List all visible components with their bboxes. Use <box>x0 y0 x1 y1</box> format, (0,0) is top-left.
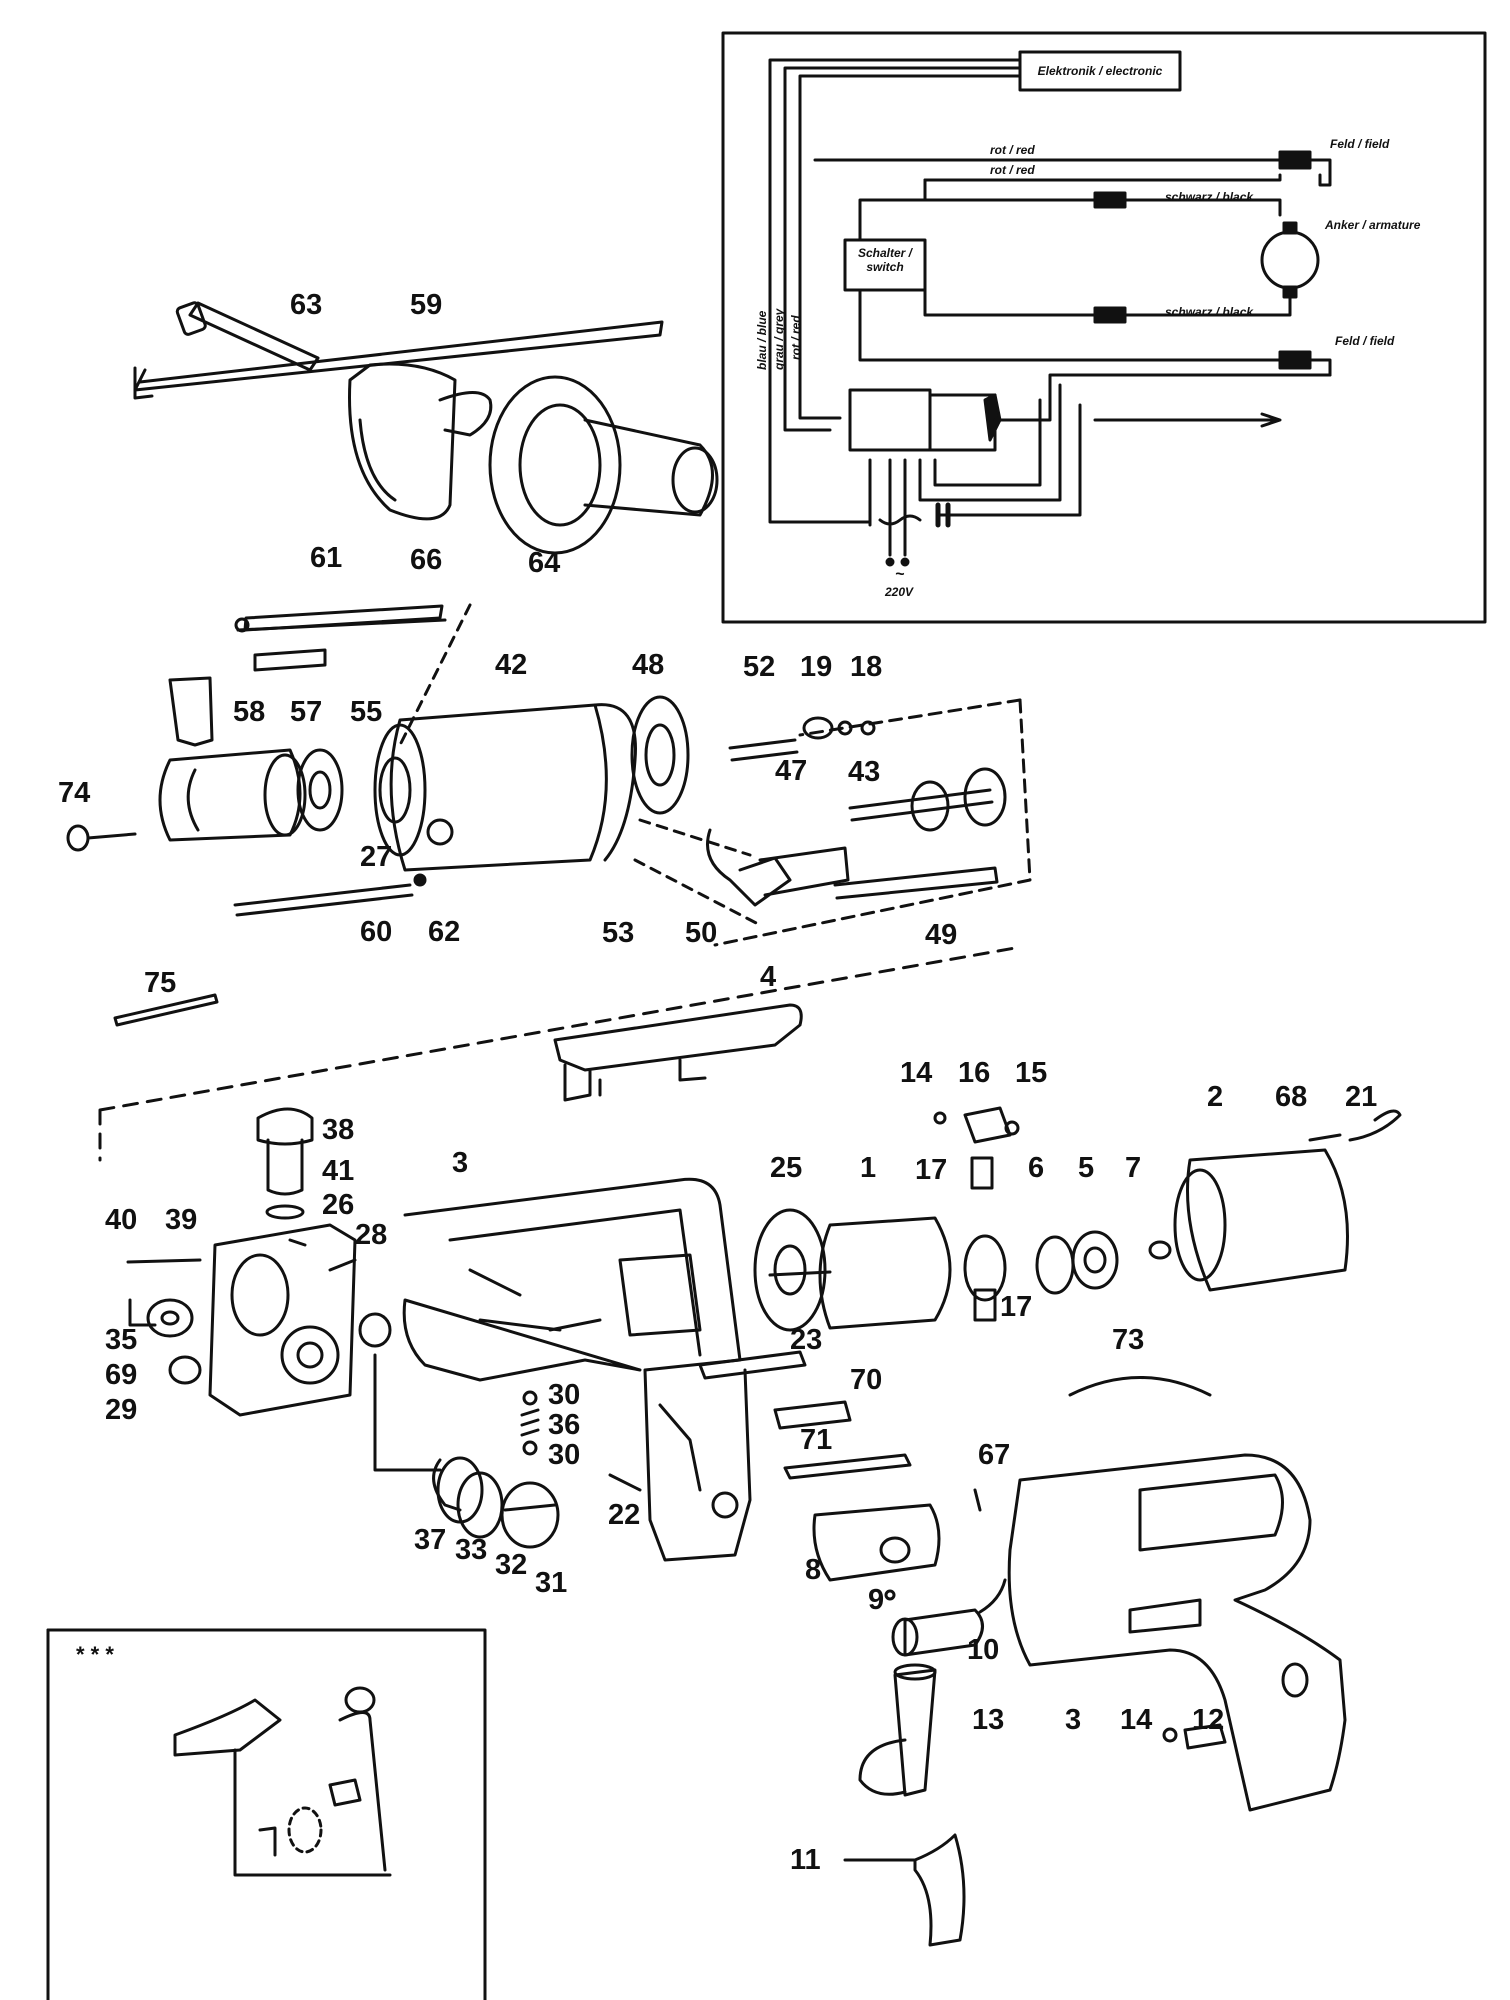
part-label: 74 <box>58 777 91 809</box>
part-label: 21 <box>1345 1081 1378 1113</box>
part-label: 53 <box>602 917 635 949</box>
switch-label-de: Schalter / <box>857 246 913 260</box>
part-4-shape <box>553 1003 803 1102</box>
part-label: 47 <box>775 755 808 787</box>
part-label: 68 <box>1275 1081 1308 1113</box>
wire-label-blue: blau / blue <box>755 310 769 370</box>
part-label: 48 <box>632 649 665 681</box>
part-label: 10 <box>967 1634 1000 1666</box>
part-label: 4 <box>760 961 777 993</box>
assembly-guide-line <box>98 946 1017 1162</box>
part-label: 27 <box>360 841 393 873</box>
part-label: 3 <box>452 1147 469 1179</box>
wiring-diagram <box>721 31 1487 624</box>
part-label: 62 <box>428 916 461 948</box>
part-label: 25 <box>770 1152 803 1184</box>
part-label: 37 <box>414 1524 447 1556</box>
part-label: 28 <box>355 1219 388 1251</box>
part-label: 23 <box>790 1324 823 1356</box>
part-label: 9 <box>868 1584 885 1616</box>
part-label: 40 <box>105 1204 138 1236</box>
part-label: 7 <box>1125 1152 1142 1184</box>
part-label: 43 <box>848 756 881 788</box>
part-label: 50 <box>685 917 718 949</box>
inset-marker: * * * <box>76 1642 114 1667</box>
part-label: 16 <box>958 1057 991 1089</box>
part-label: 63 <box>290 289 323 321</box>
wire-label-grey: grau / grey <box>772 308 786 370</box>
part-label: 58 <box>233 696 266 728</box>
part-label: 61 <box>310 542 343 574</box>
part-label: 36 <box>548 1409 581 1441</box>
part-75-shape <box>113 993 219 1027</box>
part-label: 22 <box>608 1499 641 1531</box>
part-label: 42 <box>495 649 528 681</box>
part-label: 3 <box>1065 1704 1082 1736</box>
wire-label-black-2: schwarz / black <box>1165 305 1254 319</box>
part-label: 2 <box>1207 1081 1224 1113</box>
part-label: 5 <box>1078 1152 1095 1184</box>
part-label: 49 <box>925 919 958 951</box>
part-label: 33 <box>455 1534 488 1566</box>
part-label: 60 <box>360 916 393 948</box>
wire-label-field-2: Feld / field <box>1335 334 1395 348</box>
part-label: 15 <box>1015 1057 1048 1089</box>
part-label: 1 <box>860 1152 877 1184</box>
part-label: 70 <box>850 1364 883 1396</box>
part-label: 6 <box>1028 1152 1045 1184</box>
part-label: 13 <box>972 1704 1005 1736</box>
part-label: 71 <box>800 1424 833 1456</box>
part-label: 59 <box>410 289 443 321</box>
part-label: 38 <box>322 1114 355 1146</box>
part-label: 18 <box>850 651 883 683</box>
wire-label-red-vert: rot / red <box>789 315 803 360</box>
part-label: 32 <box>495 1549 528 1581</box>
wire-label-red-2: rot / red <box>990 163 1035 177</box>
part-label: 73 <box>1112 1324 1145 1356</box>
part-label: 31 <box>535 1567 568 1599</box>
part-label: 41 <box>322 1155 355 1187</box>
switch-label-en: switch <box>866 260 904 274</box>
part-label: 64 <box>528 547 561 579</box>
wire-label-field-1: Feld / field <box>1330 137 1390 151</box>
part-label: 35 <box>105 1324 138 1356</box>
gear-housing-group <box>66 603 1032 947</box>
wire-label-armature: Anker / armature <box>1325 218 1421 232</box>
electronic-label: Elektronik / electronic <box>1037 64 1163 78</box>
wire-label-black-1: schwarz / black <box>1165 190 1254 204</box>
part-label: 55 <box>350 696 383 728</box>
part-label: 17 <box>1000 1291 1033 1323</box>
part-label: 11 <box>790 1844 821 1876</box>
part-label: 14 <box>1120 1704 1153 1736</box>
part-label: 75 <box>144 967 177 999</box>
part-label: 17 <box>915 1154 948 1186</box>
part-label: 29 <box>105 1394 138 1426</box>
voltage-label: 220V <box>885 585 914 599</box>
part-label: 8 <box>805 1554 822 1586</box>
switch-label: Schalter / switch <box>845 246 925 274</box>
part-label: 52 <box>743 651 776 683</box>
part-label: 57 <box>290 696 323 728</box>
part-label: 14 <box>900 1057 933 1089</box>
wire-label-red-1: rot / red <box>990 143 1035 157</box>
part-label: 30 <box>548 1379 581 1411</box>
ac-symbol: ~ <box>895 566 905 583</box>
part-label: 39 <box>165 1204 198 1236</box>
part-label: 30 <box>548 1439 581 1471</box>
main-assembly <box>126 1106 1402 1947</box>
part-label: 66 <box>410 544 443 576</box>
part-label: 67 <box>978 1439 1011 1471</box>
part-label: 26 <box>322 1189 355 1221</box>
part-label: 69 <box>105 1359 138 1391</box>
part-label: 19 <box>800 651 833 683</box>
side-handle-assembly <box>133 301 719 555</box>
part-label: 12 <box>1192 1704 1225 1736</box>
detail-inset <box>46 1628 487 2000</box>
